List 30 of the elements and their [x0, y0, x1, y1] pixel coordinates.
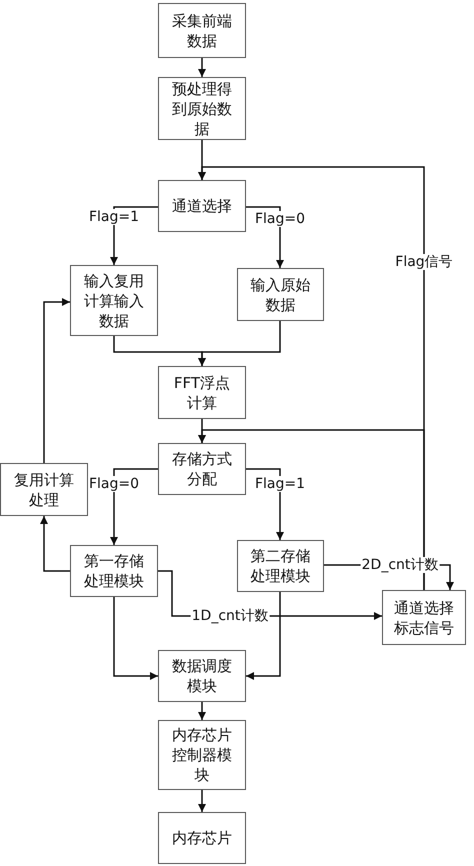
arrow	[198, 58, 206, 77]
process-box: 输入复用计算输入数据	[70, 265, 158, 336]
process-box: 内存芯片	[158, 812, 246, 864]
process-box: 输入原始数据	[237, 268, 324, 321]
edge-label: Flag=1	[254, 476, 306, 492]
arrow	[43, 298, 70, 463]
arrow	[198, 702, 206, 720]
arrow	[40, 516, 70, 572]
process-box: 存储方式分配	[158, 443, 246, 495]
arrow	[198, 790, 206, 812]
edge-label: Flag信号	[394, 254, 454, 270]
arrow	[113, 597, 158, 680]
edge-label: Flag=0	[88, 476, 140, 492]
process-box: 数据调度模块	[158, 650, 246, 702]
process-box: 第一存储处理模块	[70, 545, 158, 597]
process-box: 内存芯片控制器模块	[158, 720, 246, 790]
edge-label: 2D_cnt计数	[360, 557, 440, 573]
process-box: 复用计算处理	[0, 463, 88, 516]
edge-label: Flag=0	[254, 211, 306, 227]
arrow	[246, 592, 281, 680]
process-box: FFT浮点计算	[158, 366, 246, 419]
arrow	[198, 321, 281, 366]
edge-label: Flag=1	[88, 209, 140, 225]
process-box: 第二存储处理模块	[237, 540, 324, 592]
process-box: 预处理得到原始数据	[158, 77, 246, 140]
process-box: 采集前端数据	[158, 3, 246, 58]
edge-label: 1D_cnt计数	[190, 608, 270, 624]
process-box: 通道选择	[158, 180, 246, 232]
process-box: 通道选择标志信号	[382, 590, 466, 645]
arrow	[198, 429, 425, 590]
